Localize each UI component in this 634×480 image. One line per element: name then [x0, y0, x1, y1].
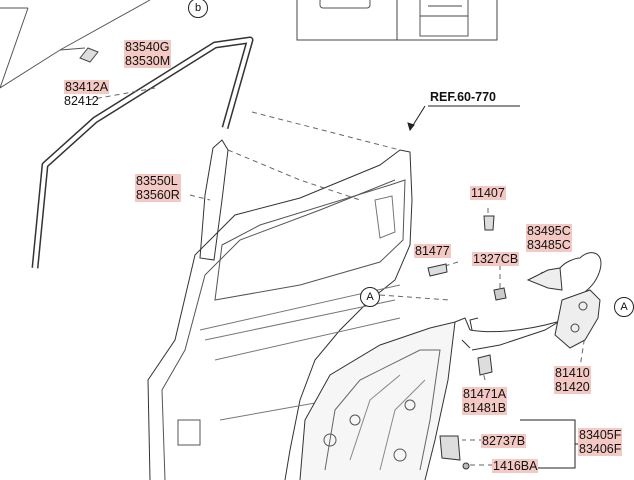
nut-1327CB	[493, 287, 507, 301]
part-83530M: 83530M	[124, 54, 172, 68]
label-83412A-82412: 83412A 82412	[64, 80, 110, 108]
label-83495C-83485C: 83495C 83485C	[526, 224, 572, 252]
part-81471A: 81471A	[462, 387, 508, 401]
part-83405F: 83405F	[578, 428, 623, 442]
label-82737B: 82737B	[481, 434, 527, 448]
part-82412: 82412	[64, 94, 99, 108]
door-latch	[554, 289, 601, 349]
part-83412A: 83412A	[64, 80, 110, 94]
label-11407: 11407	[470, 186, 506, 200]
part-81410: 81410	[554, 366, 591, 380]
callout-a-right: A	[614, 297, 634, 317]
bolt-81477	[427, 263, 448, 277]
part-81420: 81420	[554, 380, 591, 394]
bolt-11407	[483, 215, 495, 231]
part-81477: 81477	[414, 244, 451, 258]
part-1416BA: 1416BA	[492, 459, 539, 473]
part-1327CB: 1327CB	[472, 252, 520, 266]
part-11407: 11407	[470, 186, 506, 200]
part-83406F: 83406F	[578, 442, 623, 456]
part-83540G: 83540G	[124, 40, 172, 54]
label-1327CB: 1327CB	[472, 252, 520, 266]
label-83550L-83560R: 83550L 83560R	[135, 174, 181, 202]
part-83485C: 83485C	[526, 238, 572, 252]
label-81471A-81481B: 81471A 81481B	[462, 387, 508, 415]
callout-a-left: A	[360, 287, 380, 307]
bracket-82737B	[439, 435, 461, 461]
clip-81471A	[477, 354, 493, 376]
label-81477: 81477	[414, 244, 451, 258]
part-81481B: 81481B	[462, 401, 508, 415]
part-83550L: 83550L	[135, 174, 181, 188]
label-1416BA: 1416BA	[492, 459, 539, 473]
label-83540G-83530M: 83540G 83530M	[124, 40, 172, 68]
part-82737B: 82737B	[481, 434, 527, 448]
part-83495C: 83495C	[526, 224, 572, 238]
door-panel	[147, 149, 413, 480]
bracket-83495C	[526, 267, 563, 291]
label-83405F-83406F: 83405F 83406F	[578, 428, 623, 456]
window-regulator	[299, 321, 456, 480]
label-81410-81420: 81410 81420	[554, 366, 591, 394]
clip-83412A	[79, 47, 99, 63]
callout-b: b	[188, 0, 208, 18]
reference-label: REF.60-770	[430, 90, 497, 104]
part-83560R: 83560R	[135, 188, 181, 202]
glass-run-channel	[199, 139, 229, 261]
